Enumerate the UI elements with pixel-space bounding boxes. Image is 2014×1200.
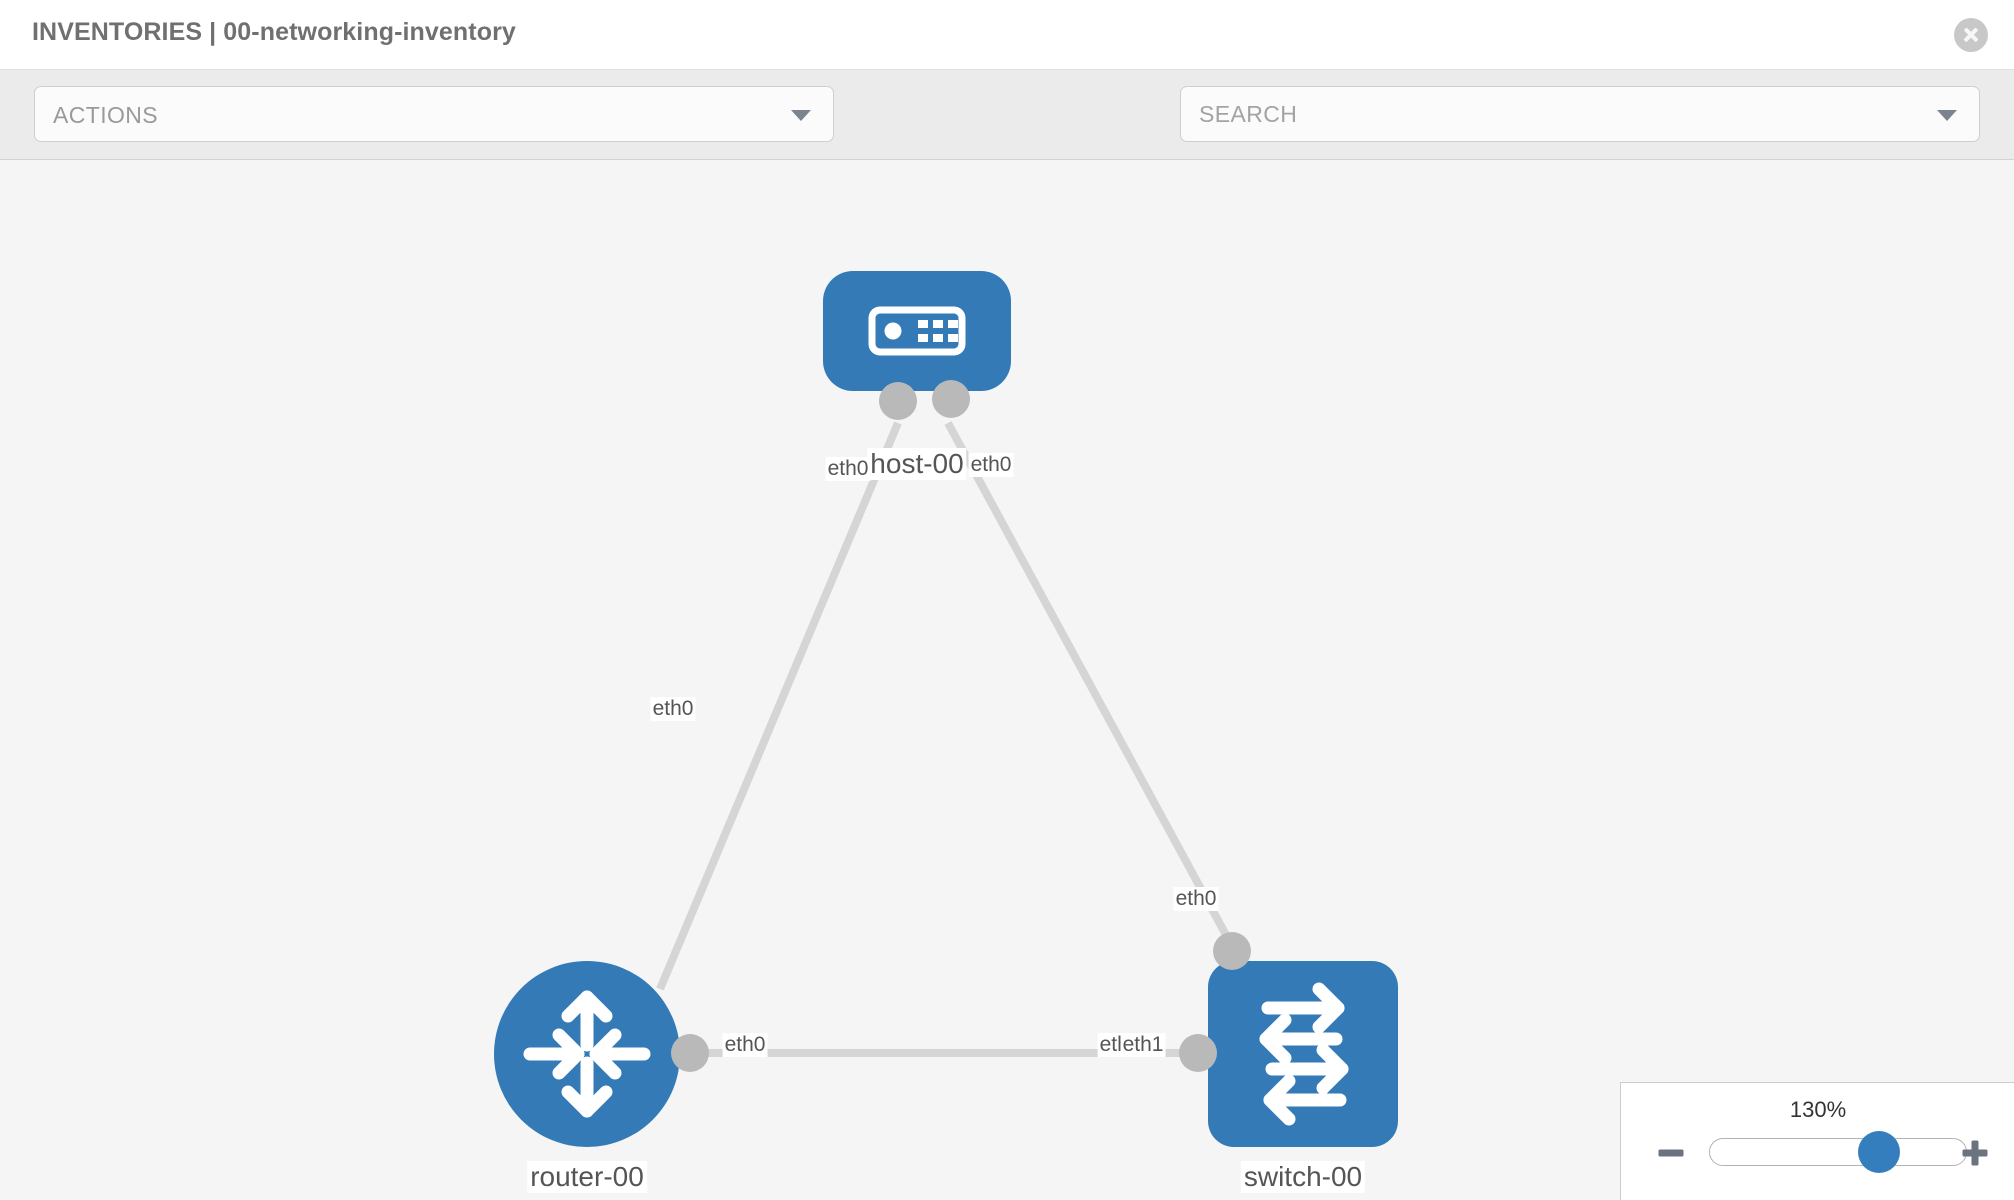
search-box[interactable] (1180, 86, 1980, 142)
iface-label-host-left: eth0 (825, 457, 871, 481)
endpoint-switch-upper[interactable] (1213, 932, 1251, 970)
iface-label-router-right: eth0 (722, 1033, 768, 1057)
endpoint-host-right[interactable] (932, 380, 970, 418)
topology-node-label-router-00: router-00 (527, 1161, 647, 1193)
zoom-slider-track[interactable] (1709, 1131, 1967, 1173)
topology-canvas[interactable]: host-00 eth0 eth0 (0, 161, 2014, 1200)
zoom-slider-thumb[interactable] (1857, 1131, 1900, 1173)
chevron-down-icon (791, 110, 811, 121)
iface-label-host-right: eth0 (968, 453, 1014, 477)
router-node-shape (494, 961, 680, 1147)
iface-label-switch-upper: eth0 (1173, 887, 1219, 911)
close-icon[interactable] (1954, 18, 1988, 52)
actions-dropdown-label: ACTIONS (53, 102, 159, 128)
endpoint-switch-left[interactable] (1179, 1034, 1217, 1072)
search-input[interactable] (1199, 87, 1899, 141)
topology-node-switch-00[interactable] (1208, 961, 1398, 1147)
zoom-control-panel: 130% (1620, 1082, 2014, 1200)
server-device-icon (868, 306, 966, 356)
topology-node-label-host-00: host-00 (867, 448, 967, 480)
endpoint-router-right[interactable] (671, 1034, 709, 1072)
toolbar: ACTIONS (0, 70, 2014, 201)
bidirectional-arrows-icon (1259, 982, 1349, 1126)
page-header: INVENTORIES | 00-networking-inventory (0, 0, 2014, 70)
zoom-out-button[interactable] (1655, 1137, 1687, 1169)
iface-label-router-upper: eth0 (650, 697, 696, 721)
zoom-in-button[interactable] (1959, 1137, 1991, 1169)
endpoint-host-left[interactable] (879, 382, 917, 420)
zoom-level-label: 130% (1789, 1097, 1847, 1122)
search-chevron-down-icon[interactable] (1937, 110, 1957, 121)
host-node-shape (823, 271, 1011, 391)
switch-node-shape (1208, 961, 1398, 1147)
four-arrows-converging-icon (523, 990, 651, 1118)
topology-node-label-switch-00: switch-00 (1240, 1161, 1366, 1193)
actions-dropdown[interactable]: ACTIONS (34, 86, 834, 142)
topology-node-host-00[interactable] (823, 271, 1011, 391)
iface-label-switch-left: eth1 (1120, 1033, 1166, 1057)
page-title: INVENTORIES | 00-networking-inventory (32, 18, 516, 46)
topology-node-router-00[interactable] (494, 961, 680, 1147)
